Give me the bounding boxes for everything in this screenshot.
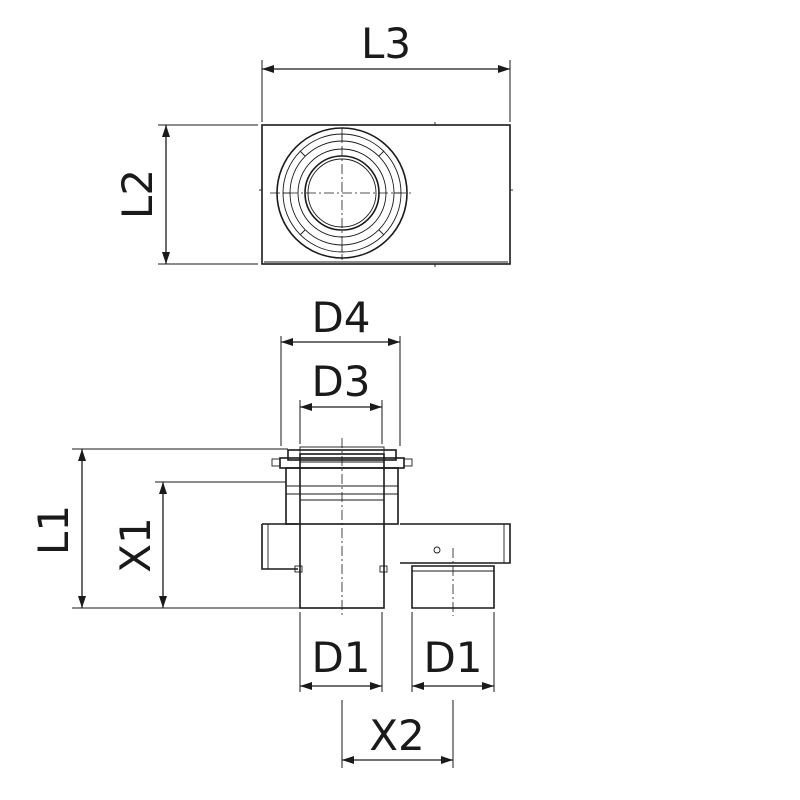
label-l3: L3 [361, 19, 411, 68]
label-d4: D4 [311, 293, 370, 342]
label-d1-right: D1 [423, 633, 482, 682]
label-d1-left: D1 [311, 633, 370, 682]
label-x1: X1 [111, 517, 160, 573]
label-l2: L2 [113, 169, 162, 219]
label-x2: X2 [369, 711, 425, 760]
label-l1: L1 [29, 505, 78, 555]
side-view: D4 D3 L1 X1 D1 D1 X2 [29, 293, 511, 768]
label-d3: D3 [311, 357, 370, 406]
top-view: L3 L2 [113, 19, 513, 267]
top-view-body [261, 124, 511, 265]
